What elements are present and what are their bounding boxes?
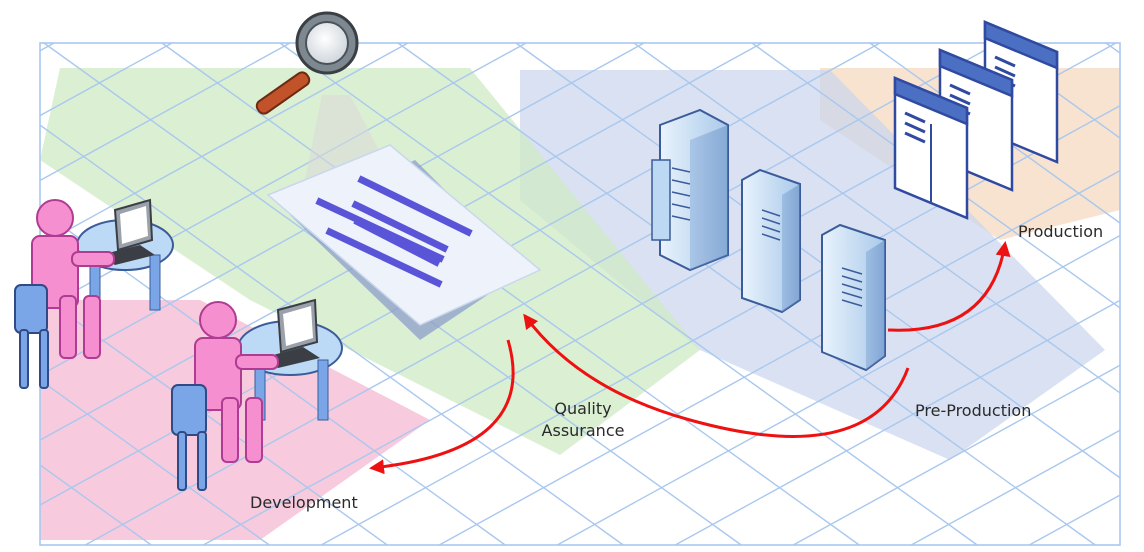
grid-line [39,42,291,182]
grid-line [39,464,152,546]
grid-line [1105,42,1121,54]
server-icon [651,108,886,372]
grid-line [39,42,409,247]
workstation-icon [14,198,174,389]
quality-assurance-label: Quality Assurance [538,398,628,442]
grid-line [279,42,978,546]
grid-line [674,299,1121,546]
development-label: Development [250,493,358,512]
magnifier-icon [255,11,359,115]
arrow-preprod-to-document [523,313,910,438]
grid-line [556,234,1121,546]
arrow-server-to-production [887,241,1011,332]
window-icon [893,20,1059,220]
grid-line [910,429,1121,546]
arrow-qa-to-development [369,339,515,475]
production-label: Production [1018,222,1104,241]
grid-line [515,42,1121,479]
grid-line [84,42,999,546]
grid-line [633,42,1121,394]
grid-line [161,42,860,546]
document-icon [266,144,542,340]
chair-icon [14,284,49,389]
grid-line [792,364,1121,546]
workstation-icon [171,298,343,491]
grid-line [39,42,173,117]
chair-icon [171,384,207,491]
grid-line [1028,494,1121,546]
flow-arrows [369,241,1011,475]
grid-line [39,42,55,52]
grid-line [438,169,1121,546]
preproduction-label: Pre-Production [915,401,1032,420]
assurance-label-line: Assurance [541,421,625,440]
quality-label-line: Quality [554,399,612,418]
grid-line [39,379,270,546]
